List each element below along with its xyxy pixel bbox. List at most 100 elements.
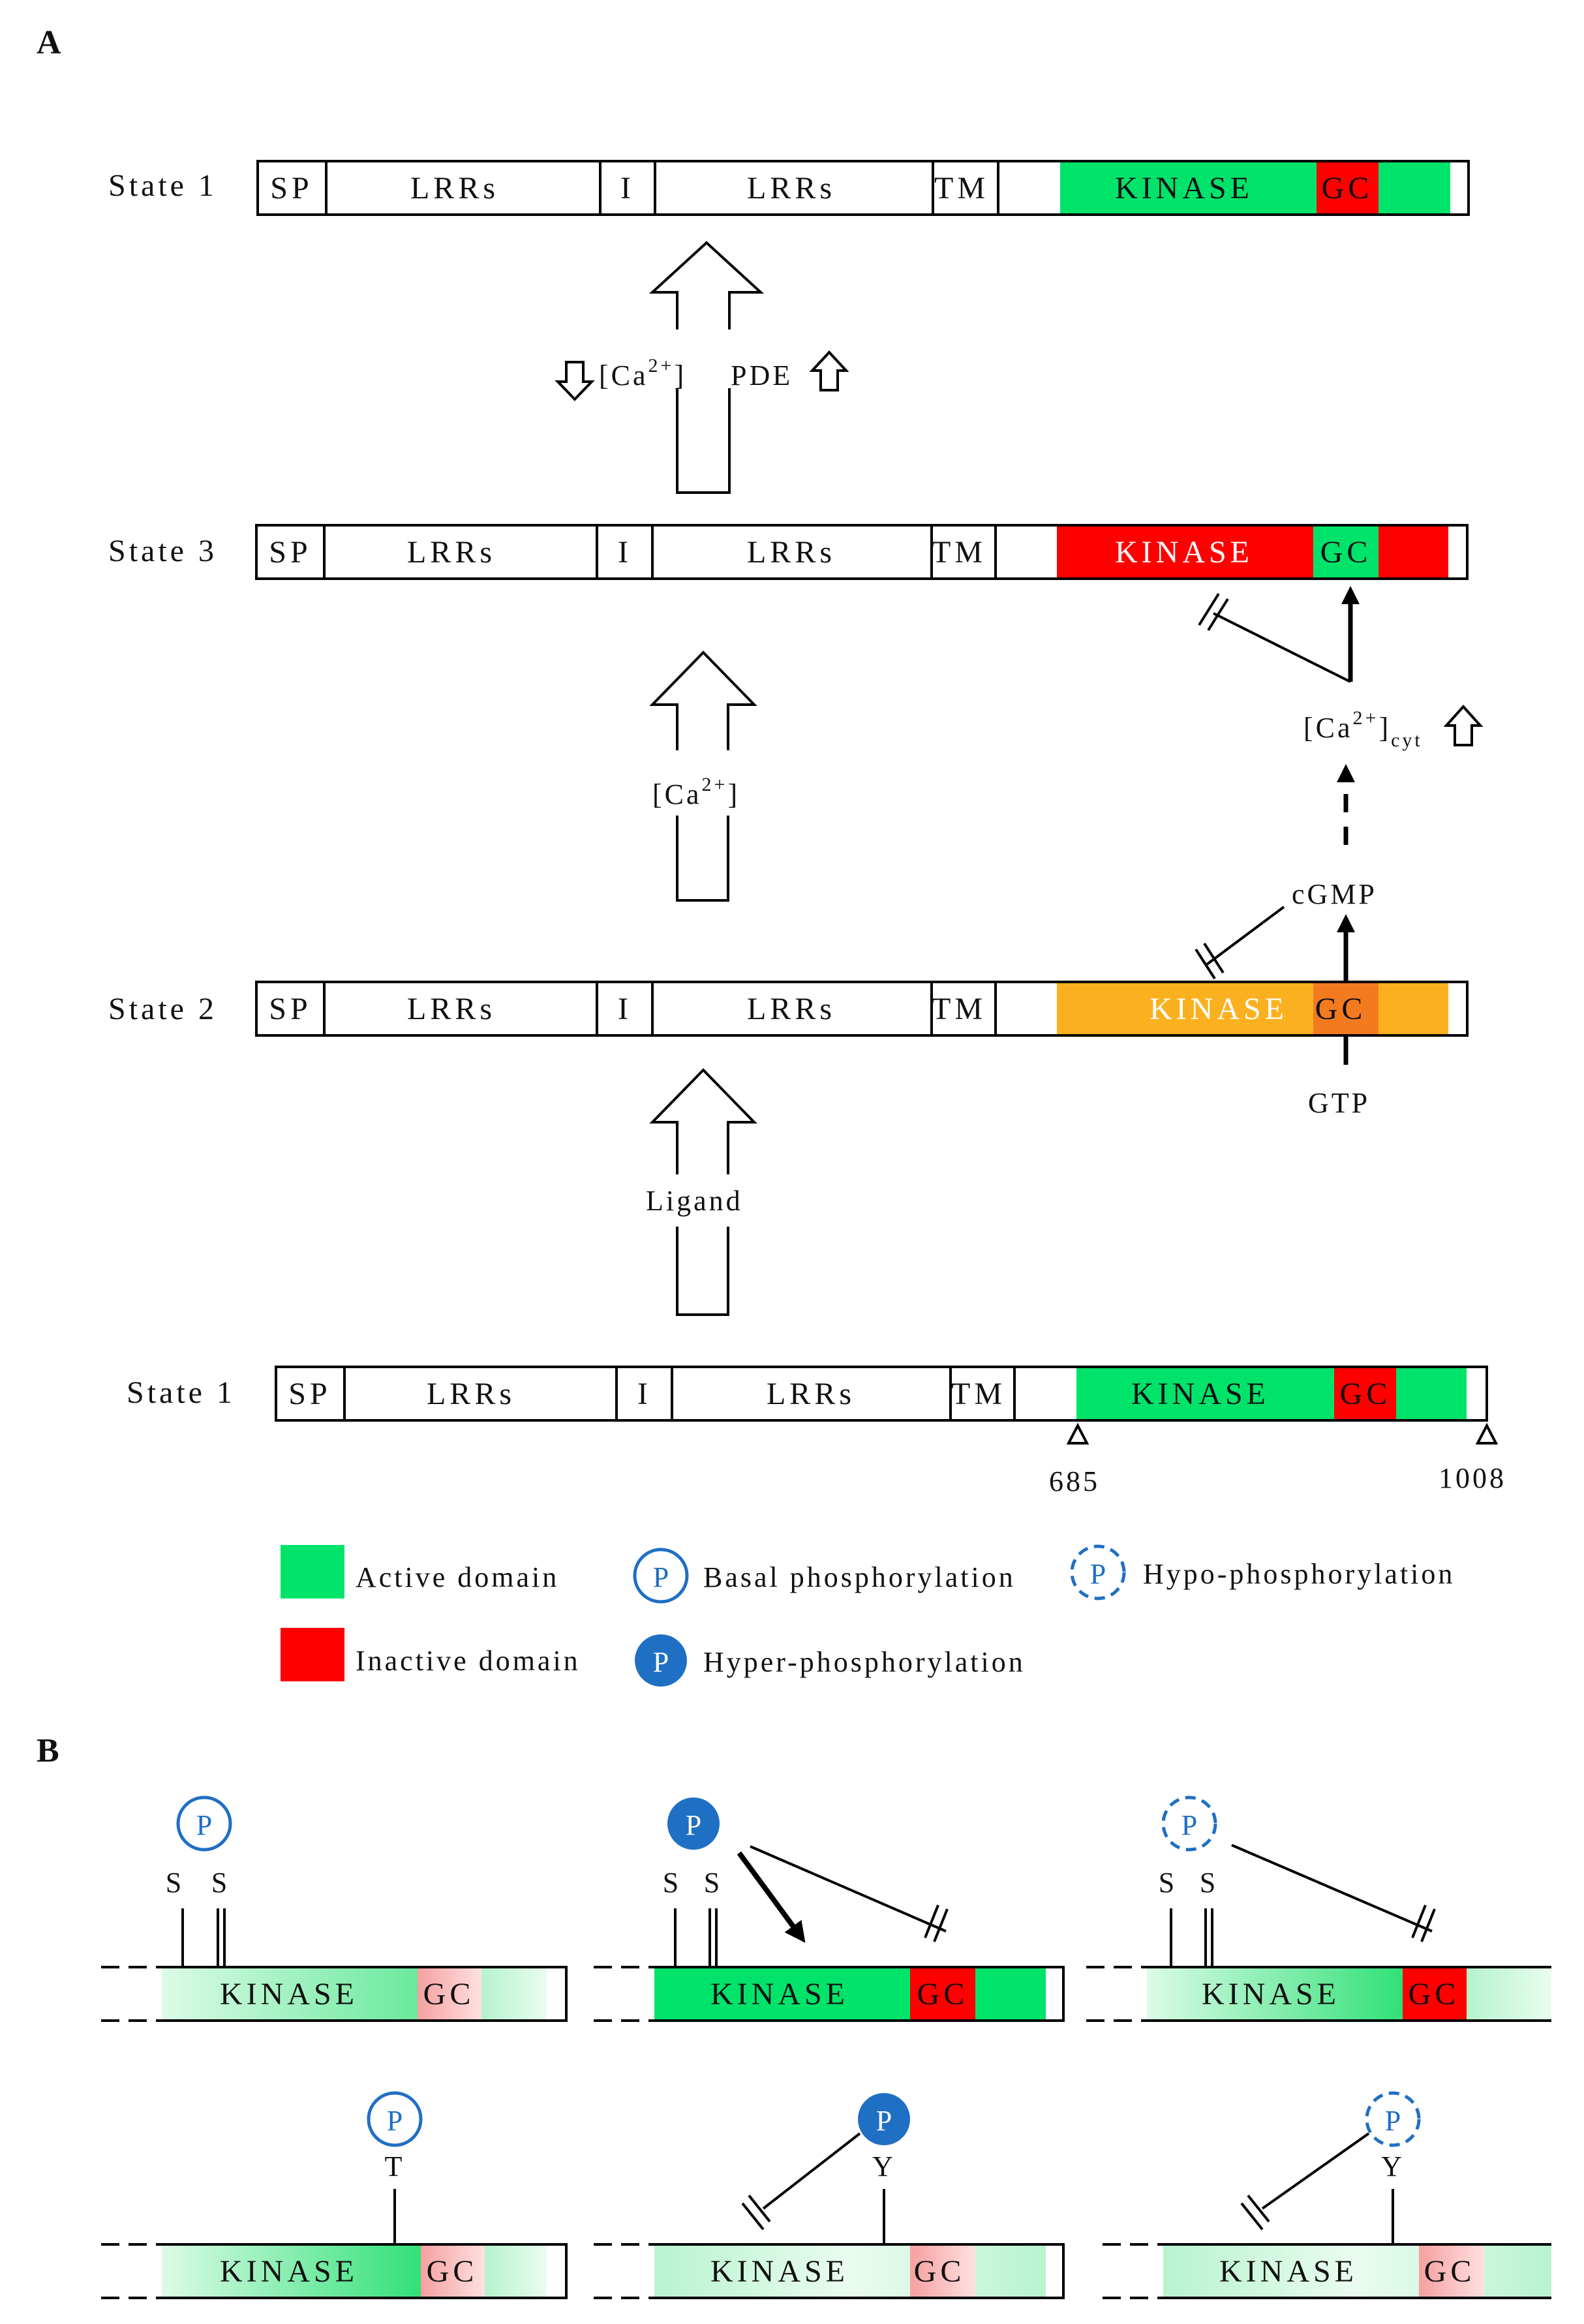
sp-domain: SP [269, 992, 311, 1026]
state1-top-label: State 1 [108, 168, 217, 203]
phospho-p-letter: P [1090, 1558, 1106, 1590]
kinase-domain: KINASE [1150, 992, 1288, 1026]
threonine-residue: T [385, 2150, 405, 2182]
lrrs-domain: LRRs [747, 992, 836, 1026]
hypo-phospho-icon [1070, 1544, 1126, 1600]
lrrs-domain: LRRs [747, 535, 836, 570]
transition-arrow-1-to-2: Ligand [639, 1068, 770, 1316]
pde-label: PDE [731, 359, 793, 391]
hyper-phospho-icon [667, 1797, 720, 1850]
serine-residue: S [211, 1867, 230, 1899]
down-arrow-icon [555, 361, 595, 401]
kinase-domain: KINASE [1115, 171, 1253, 206]
phospho-p-letter: P [196, 1809, 212, 1841]
gc-domain: GC [423, 1977, 475, 2011]
i-domain: I [620, 171, 635, 206]
up-arrow-icon [809, 350, 849, 391]
phospho-p-letter: P [653, 1646, 669, 1678]
tyrosine-residue: Y [872, 2150, 896, 2182]
lrrs-domain: LRRs [427, 1377, 515, 1411]
gc-domain: GC [1340, 1377, 1392, 1411]
transition-arrow-3-to-1: [Ca2+] PDE [555, 241, 849, 494]
lrrs-domain: LRRs [407, 992, 496, 1026]
ca-increase-label: [Ca2+] [652, 774, 740, 810]
i-domain: I [618, 535, 632, 570]
kinase-domain: KINASE [710, 2254, 849, 2289]
gc-domain: GC [917, 1977, 969, 2011]
i-domain: I [637, 1377, 652, 1411]
serine-residue: S [1159, 1867, 1177, 1899]
kinase-domain: KINASE [1115, 535, 1253, 570]
legend: Active domain Inactive domain P Basal ph… [281, 1544, 1455, 1687]
kinase-domain: KINASE [710, 1977, 849, 2011]
sp-domain: SP [269, 535, 311, 570]
tm-domain: TM [932, 992, 986, 1026]
gtp-label: GTP [1308, 1087, 1370, 1119]
transition-arrow-2-to-3: [Ca2+] [639, 650, 763, 902]
position-marker-icon [1066, 1422, 1089, 1445]
panel-label-b: B [37, 1732, 59, 1769]
panel-b-hypo-serine: P S S KINASE GC [1086, 1796, 1551, 2022]
state1-top-receptor: State 1 SP LRRs I LRRs TM KINASE GC [108, 160, 1470, 216]
kinase-domain: KINASE [220, 1977, 358, 2011]
hypo-phospho-icon [1161, 1796, 1217, 1852]
panel-b-hyper-tyrosine: P Y KINASE GC [594, 2093, 1065, 2299]
legend-active-swatch [281, 1545, 344, 1598]
position-685: 685 [1049, 1465, 1100, 1497]
panel-b-hyper-serine: P S S KINASE GC [594, 1797, 1065, 2022]
serine-residue: S [704, 1867, 722, 1899]
tm-domain: TM [951, 1377, 1006, 1411]
lrrs-domain: LRRs [767, 1377, 855, 1411]
serine-residue: S [166, 1867, 184, 1899]
state1-bottom-receptor: State 1 SP LRRs I LRRs TM KINASE GC 685 … [127, 1366, 1506, 1497]
state2-receptor: State 2 SP LRRs I LRRs TM KINASE GC GTP [108, 981, 1469, 1119]
lrrs-domain: LRRs [410, 171, 499, 206]
legend-inactive-swatch [281, 1628, 344, 1681]
kinase-domain: KINASE [1202, 1977, 1340, 2011]
kinase-domain: KINASE [1219, 2254, 1358, 2289]
panel-b-basal-serine: P S S KINASE GC [101, 1796, 568, 2022]
state3-receptor: State 3 SP LRRs I LRRs TM KINASE GC [108, 524, 1469, 580]
panel-b-basal-threonine: P T KINASE GC [101, 2091, 568, 2299]
position-1008: 1008 [1439, 1462, 1506, 1494]
hypo-phospho-icon [1365, 2091, 1421, 2147]
tyrosine-residue: Y [1381, 2150, 1405, 2182]
kinase-domain: KINASE [1131, 1377, 1270, 1411]
basal-phospho-icon [367, 2091, 423, 2147]
gc-domain: GC [1322, 171, 1373, 206]
i-domain: I [618, 992, 632, 1026]
phospho-p-letter: P [1181, 1809, 1197, 1841]
basal-phospho-icon [633, 1548, 689, 1604]
hyper-phospho-icon [635, 1634, 687, 1687]
basal-phospho-icon [176, 1796, 232, 1852]
state2-label: State 2 [108, 992, 217, 1026]
state1-bottom-label: State 1 [127, 1375, 236, 1410]
panel-b-hypo-tyrosine: P Y KINASE GC [1103, 2091, 1551, 2299]
kinase-domain: KINASE [220, 2254, 358, 2289]
gc-domain: GC [1315, 992, 1367, 1026]
tm-domain: TM [934, 171, 989, 206]
legend-hypo-label: Hypo-phosphorylation [1143, 1558, 1455, 1590]
legend-active-label: Active domain [356, 1561, 559, 1593]
position-marker-icon [1475, 1422, 1499, 1445]
gc-domain: GC [1424, 2254, 1476, 2289]
serine-residue: S [663, 1867, 681, 1899]
sp-domain: SP [288, 1377, 331, 1411]
sp-domain: SP [270, 171, 312, 206]
gc-domain: GC [914, 2254, 966, 2289]
up-arrow-icon [1443, 705, 1484, 746]
lrrs-domain: LRRs [407, 535, 496, 570]
phospho-p-letter: P [387, 2105, 403, 2137]
serine-residue: S [1200, 1867, 1218, 1899]
phospho-p-letter: P [653, 1561, 669, 1593]
cgmp-label: cGMP [1292, 878, 1377, 910]
ca-level-label: [Ca2+] [599, 355, 686, 391]
phospho-p-letter: P [686, 1809, 701, 1841]
phospho-p-letter: P [1385, 2105, 1401, 2137]
tm-domain: TM [932, 535, 986, 570]
state3-feedback: [Ca2+]cyt [1198, 586, 1484, 845]
legend-basal-label: Basal phosphorylation [703, 1561, 1016, 1593]
gc-domain: GC [427, 2254, 478, 2289]
gc-domain: GC [1320, 535, 1372, 570]
